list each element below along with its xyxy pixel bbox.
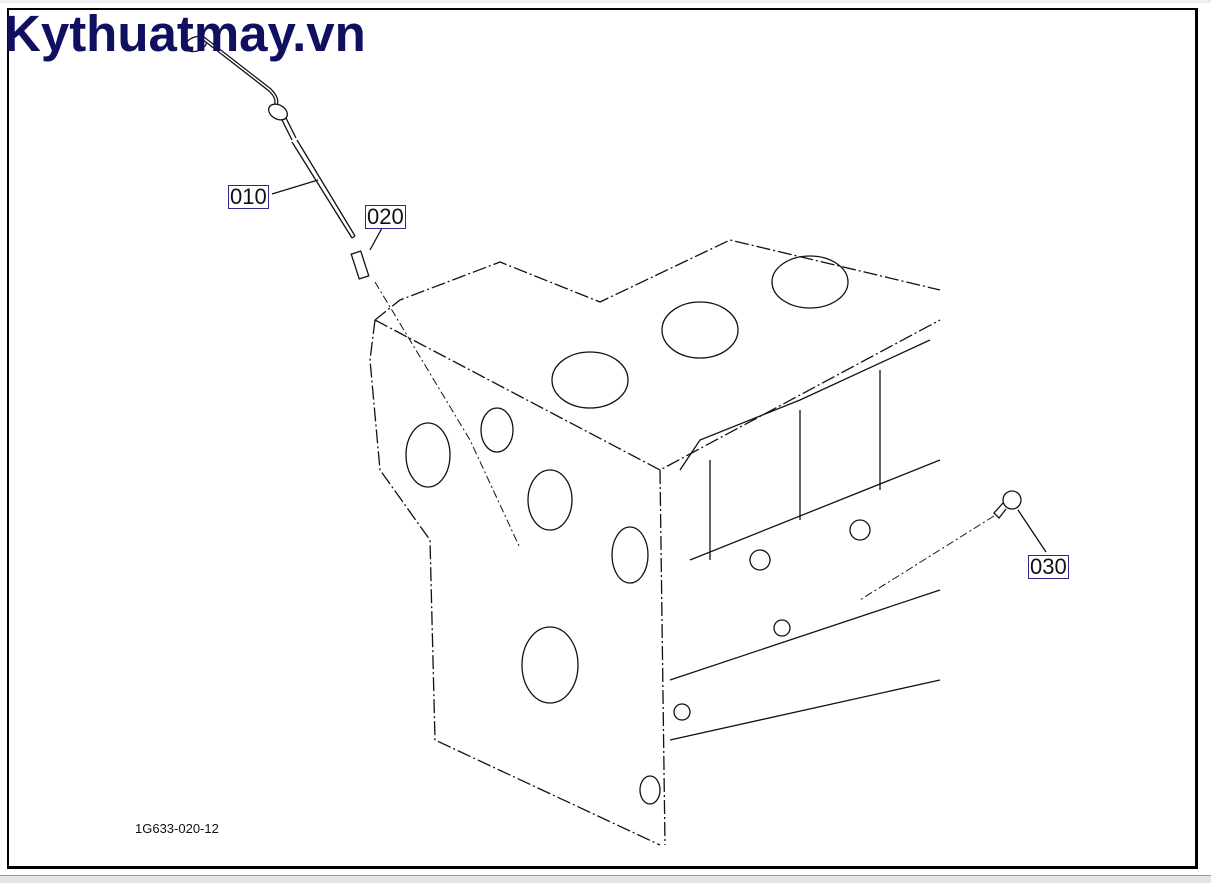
engine-block-outline (369, 239, 941, 846)
callout-part-030[interactable]: 030 (1028, 554, 1069, 579)
engine-block-details (405, 255, 941, 805)
leader-020 (369, 227, 383, 251)
assembly-line-030 (859, 515, 995, 601)
watermark-logo: Kythuatmay.vn (4, 5, 366, 62)
callout-part-020[interactable]: 020 (365, 204, 406, 229)
callout-part-010[interactable]: 010 (228, 184, 269, 209)
assembly-line-020 (374, 281, 521, 549)
leader-010 (271, 179, 319, 195)
leader-030 (1017, 509, 1047, 553)
top-edge (0, 0, 1211, 3)
dipstick-drawing (184, 35, 356, 239)
diagram-frame (7, 8, 1198, 869)
figure-code: 1G633-020-12 (135, 821, 219, 836)
bottom-edge (0, 875, 1211, 883)
plug-drawing (993, 490, 1022, 519)
guide-pipe-drawing (350, 250, 370, 280)
